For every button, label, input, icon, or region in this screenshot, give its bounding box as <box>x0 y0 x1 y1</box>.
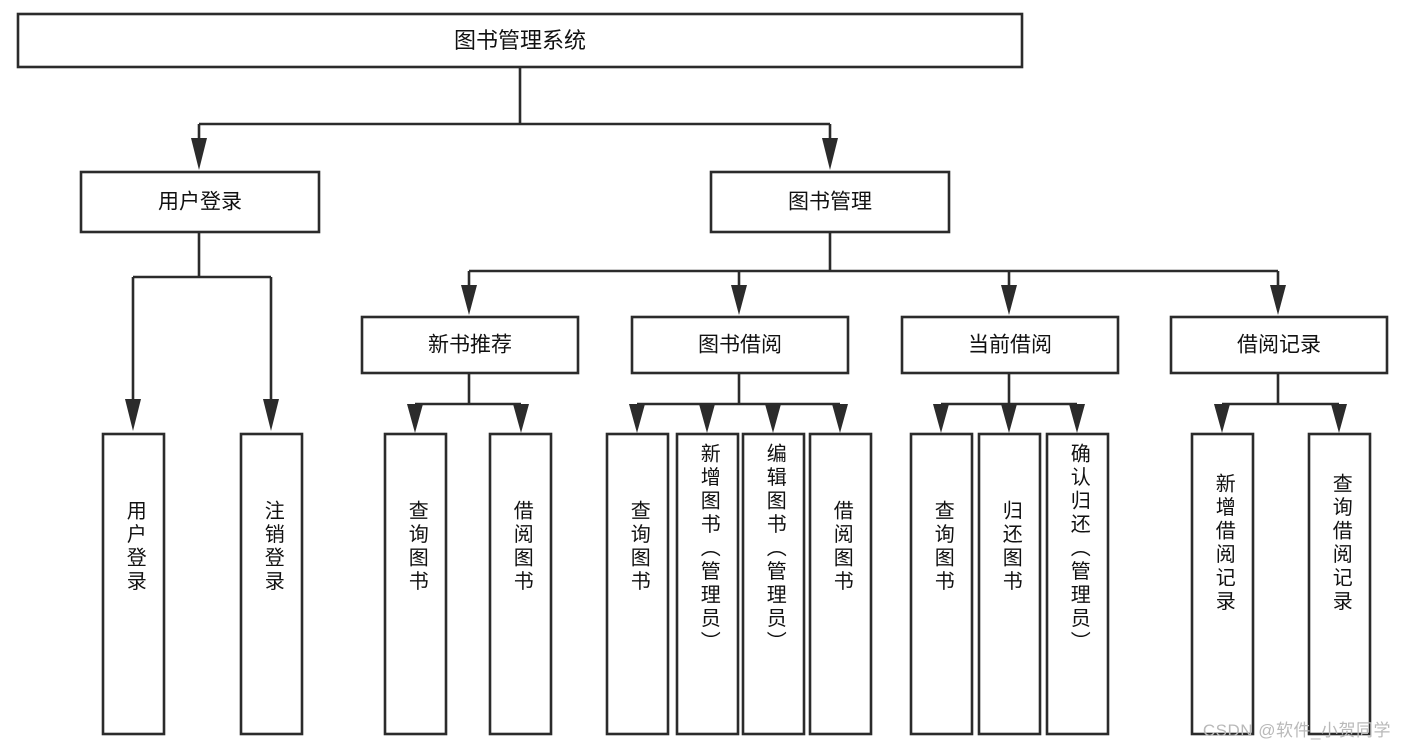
arrow-head-leaf-query-record <box>1331 404 1347 433</box>
arrow-head-leaf-query-book-3 <box>933 404 949 433</box>
node-leaf-query-book-1-box[interactable] <box>383 432 448 736</box>
node-borrow-record-label: 借阅记录 <box>1237 334 1321 357</box>
node-leaf-return-book-box[interactable] <box>977 432 1042 736</box>
arrow-head-leaf-borrow-book-2 <box>832 404 848 433</box>
arrow-head-leaf-query-book-1 <box>407 404 423 433</box>
node-current-borrow-label: 当前借阅 <box>968 334 1052 357</box>
node-leaf-confirm-return-box[interactable] <box>1045 432 1110 736</box>
arrow-head-leaf-borrow-book-1 <box>513 404 529 433</box>
node-current-borrow-box[interactable] <box>900 315 1120 375</box>
node-book-manage-box[interactable] <box>709 170 951 234</box>
node-new-book-recommend[interactable]: 新书推荐 <box>360 315 580 375</box>
node-user-login[interactable]: 用户登录 <box>79 170 321 234</box>
arrow-head-leaf-add-record <box>1214 404 1230 433</box>
node-root-box[interactable] <box>16 12 1024 69</box>
node-book-manage-label: 图书管理 <box>788 191 872 214</box>
arrow-head-new-book-recommend <box>461 285 477 315</box>
node-leaf-edit-book-box[interactable] <box>741 432 806 736</box>
node-book-borrow[interactable]: 图书借阅 <box>630 315 850 375</box>
arrow-head-leaf-edit-book <box>765 404 781 433</box>
node-book-borrow-label: 图书借阅 <box>698 334 782 357</box>
node-current-borrow[interactable]: 当前借阅 <box>900 315 1120 375</box>
node-book-borrow-box[interactable] <box>630 315 850 375</box>
node-leaf-add-record-box[interactable] <box>1190 432 1255 736</box>
node-root[interactable]: 图书管理系统 <box>16 12 1024 69</box>
node-user-login-label: 用户登录 <box>158 191 242 214</box>
node-leaf-query-book-2-box[interactable] <box>605 432 670 736</box>
node-borrow-record[interactable]: 借阅记录 <box>1169 315 1389 375</box>
node-leaf-query-book-3-box[interactable] <box>909 432 974 736</box>
node-leaf-query-record-box[interactable] <box>1307 432 1372 736</box>
node-borrow-record-box[interactable] <box>1169 315 1389 375</box>
node-leaf-user-login-box[interactable] <box>101 432 166 736</box>
node-leaf-user-logout-box[interactable] <box>239 432 304 736</box>
arrow-head-book-manage <box>822 138 838 170</box>
watermark-text: CSDN @软件_小贺同学 <box>1202 721 1391 740</box>
arrow-head-leaf-return-book <box>1001 404 1017 433</box>
node-new-book-recommend-box[interactable] <box>360 315 580 375</box>
arrow-head-leaf-query-book-2 <box>629 404 645 433</box>
arrow-head-current-borrow <box>1001 285 1017 315</box>
connector-group <box>125 67 1347 433</box>
arrow-head-leaf-user-login <box>125 399 141 431</box>
node-leaf-borrow-book-1-box[interactable] <box>488 432 553 736</box>
arrow-head-leaf-user-logout <box>263 399 279 431</box>
node-user-login-box[interactable] <box>79 170 321 234</box>
arrow-head-borrow-record <box>1270 285 1286 315</box>
node-new-book-recommend-label: 新书推荐 <box>428 334 512 357</box>
node-leaf-borrow-book-2-box[interactable] <box>808 432 873 736</box>
arrow-head-book-borrow <box>731 285 747 315</box>
arrow-head-user-login <box>191 138 207 170</box>
leaf-box-group <box>101 432 1372 736</box>
node-leaf-add-book-box[interactable] <box>675 432 740 736</box>
arrow-head-leaf-confirm-return <box>1069 404 1085 433</box>
node-root-label: 图书管理系统 <box>454 28 586 53</box>
node-book-manage[interactable]: 图书管理 <box>709 170 951 234</box>
arrow-head-leaf-add-book <box>699 404 715 433</box>
